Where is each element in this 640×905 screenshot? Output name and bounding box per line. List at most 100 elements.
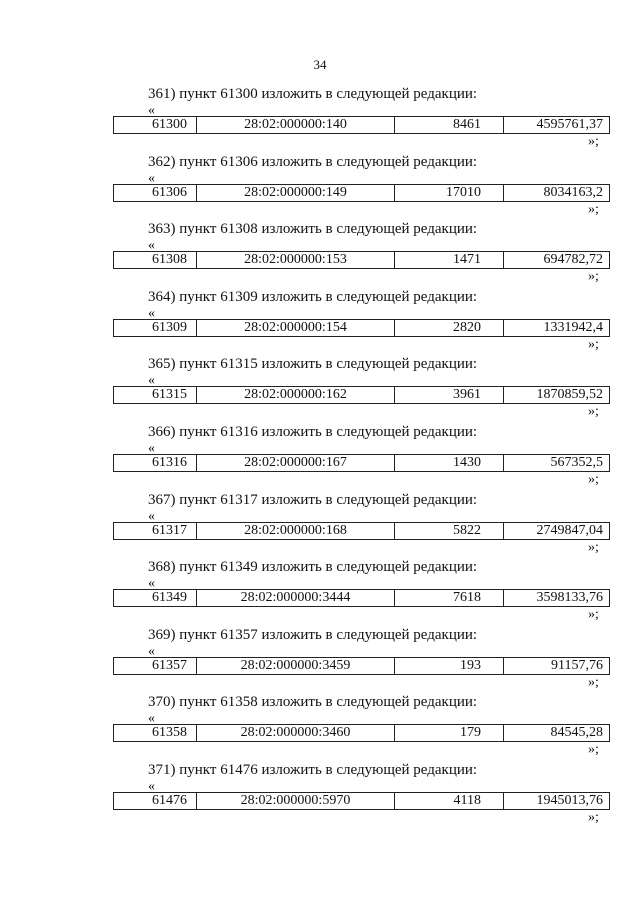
opening-quote-mark: «	[148, 170, 155, 186]
amendment-entry: 361) пункт 61300 изложить в следующей ре…	[0, 86, 640, 154]
value-cell: 2749847,04	[536, 522, 604, 538]
area-cell: 8461	[395, 117, 504, 133]
closing-quote-mark: »;	[588, 809, 599, 825]
value-cell: 1331942,4	[543, 319, 604, 335]
point-number-cell: 61308	[114, 252, 197, 269]
table-row: 61306 28:02:000000:149 17010 8034163,2	[113, 183, 610, 202]
value-cell: 1870859,52	[536, 387, 604, 403]
point-number-cell: 61349	[114, 590, 197, 607]
opening-quote-mark: «	[148, 440, 155, 456]
cadastral-number-cell: 28:02:000000:167	[197, 454, 395, 471]
opening-quote-mark: «	[148, 103, 155, 118]
amendment-heading: 367) пункт 61317 изложить в следующей ре…	[148, 491, 478, 508]
cadastral-number-cell: 28:02:000000:162	[197, 387, 395, 404]
value-cell: 567352,5	[550, 454, 604, 470]
amendment-entry: 366) пункт 61316 изложить в следующей ре…	[0, 424, 640, 492]
value-cell: 3598133,76	[536, 590, 604, 606]
amendment-entry: 367) пункт 61317 изложить в следующей ре…	[0, 492, 640, 560]
closing-quote-mark: »;	[588, 742, 599, 758]
amendment-list: 361) пункт 61300 изложить в следующей ре…	[0, 86, 640, 830]
value-cell: 4595761,37	[536, 117, 604, 132]
point-number-cell: 61300	[114, 117, 197, 133]
table-row: 61357 28:02:000000:3459 193 91157,76	[113, 656, 610, 675]
closing-quote-mark: »;	[588, 404, 599, 420]
amendment-heading: 362) пункт 61306 изложить в следующей ре…	[148, 153, 478, 170]
closing-quote-mark: »;	[588, 471, 599, 487]
table-row: 61358 28:02:000000:3460 179 84545,28	[113, 724, 610, 743]
point-number-cell: 61316	[114, 454, 197, 471]
cadastral-number-cell: 28:02:000000:3444	[197, 590, 395, 607]
amendment-entry: 365) пункт 61315 изложить в следующей ре…	[0, 356, 640, 424]
cadastral-number-cell: 28:02:000000:168	[197, 522, 395, 539]
value-cell: 84545,28	[550, 725, 604, 741]
area-cell: 1430	[395, 454, 504, 471]
area-cell: 7618	[395, 590, 504, 607]
opening-quote-mark: «	[148, 508, 155, 524]
table-row: 61315 28:02:000000:162 3961 1870859,52	[113, 386, 610, 405]
cadastral-number-cell: 28:02:000000:5970	[197, 792, 395, 809]
amendment-heading: 368) пункт 61349 изложить в следующей ре…	[148, 559, 478, 576]
amendment-heading: 363) пункт 61308 изложить в следующей ре…	[148, 221, 478, 238]
cadastral-number-cell: 28:02:000000:140	[197, 117, 395, 133]
table-row: 61309 28:02:000000:154 2820 1331942,4	[113, 318, 610, 337]
amendment-heading: 365) пункт 61315 изложить в следующей ре…	[148, 356, 478, 373]
closing-quote-mark: »;	[588, 201, 599, 217]
closing-quote-mark: »;	[588, 336, 599, 352]
amendment-entry: 362) пункт 61306 изложить в следующей ре…	[0, 154, 640, 222]
area-cell: 1471	[395, 252, 504, 269]
cadastral-number-cell: 28:02:000000:153	[197, 252, 395, 269]
point-number-cell: 61309	[114, 319, 197, 336]
area-cell: 4118	[395, 792, 504, 809]
amendment-heading: 370) пункт 61358 изложить в следующей ре…	[148, 694, 478, 711]
opening-quote-mark: «	[148, 305, 155, 321]
value-cell: 1945013,76	[536, 792, 604, 808]
amendment-entry: 369) пункт 61357 изложить в следующей ре…	[0, 627, 640, 695]
value-cell: 91157,76	[551, 657, 603, 673]
point-number-cell: 61476	[114, 792, 197, 809]
amendment-heading: 371) пункт 61476 изложить в следующей ре…	[148, 761, 478, 778]
area-cell: 193	[395, 657, 504, 674]
cadastral-number-cell: 28:02:000000:149	[197, 184, 395, 201]
amendment-entry: 371) пункт 61476 изложить в следующей ре…	[0, 762, 640, 830]
point-number-cell: 61357	[114, 657, 197, 674]
value-cell: 8034163,2	[543, 184, 604, 200]
cadastral-number-cell: 28:02:000000:154	[197, 319, 395, 336]
amendment-entry: 363) пункт 61308 изложить в следующей ре…	[0, 221, 640, 289]
cadastral-number-cell: 28:02:000000:3459	[197, 657, 395, 674]
amendment-entry: 364) пункт 61309 изложить в следующей ре…	[0, 289, 640, 357]
point-number-cell: 61317	[114, 522, 197, 539]
amendment-entry: 370) пункт 61358 изложить в следующей ре…	[0, 694, 640, 762]
area-cell: 5822	[395, 522, 504, 539]
opening-quote-mark: «	[148, 373, 155, 389]
amendment-entry: 368) пункт 61349 изложить в следующей ре…	[0, 559, 640, 627]
amendment-heading: 361) пункт 61300 изложить в следующей ре…	[148, 86, 478, 102]
closing-quote-mark: »;	[588, 674, 599, 690]
table-row: 61317 28:02:000000:168 5822 2749847,04	[113, 521, 610, 540]
point-number-cell: 61306	[114, 184, 197, 201]
amendment-heading: 369) пункт 61357 изложить в следующей ре…	[148, 626, 478, 643]
opening-quote-mark: «	[148, 778, 155, 794]
table-row: 61316 28:02:000000:167 1430 567352,5	[113, 453, 610, 472]
closing-quote-mark: »;	[588, 269, 599, 285]
opening-quote-mark: «	[148, 576, 155, 592]
closing-quote-mark: »;	[588, 607, 599, 623]
area-cell: 3961	[395, 387, 504, 404]
opening-quote-mark: «	[148, 711, 155, 727]
value-cell: 694782,72	[543, 252, 604, 268]
table-row: 61349 28:02:000000:3444 7618 3598133,76	[113, 589, 610, 608]
table-row: 61308 28:02:000000:153 1471 694782,72	[113, 251, 610, 270]
area-cell: 179	[395, 725, 504, 742]
point-number-cell: 61315	[114, 387, 197, 404]
area-cell: 2820	[395, 319, 504, 336]
table-row: 61300 28:02:000000:140 8461 4595761,37	[113, 116, 610, 134]
closing-quote-mark: »;	[588, 539, 599, 555]
amendment-heading: 364) пункт 61309 изложить в следующей ре…	[148, 288, 478, 305]
closing-quote-mark: »;	[588, 134, 599, 149]
opening-quote-mark: «	[148, 238, 155, 254]
opening-quote-mark: «	[148, 643, 155, 659]
point-number-cell: 61358	[114, 725, 197, 742]
page-number: 34	[313, 57, 327, 72]
amendment-heading: 366) пункт 61316 изложить в следующей ре…	[148, 423, 478, 440]
area-cell: 17010	[395, 184, 504, 201]
table-row: 61476 28:02:000000:5970 4118 1945013,76	[113, 791, 610, 810]
